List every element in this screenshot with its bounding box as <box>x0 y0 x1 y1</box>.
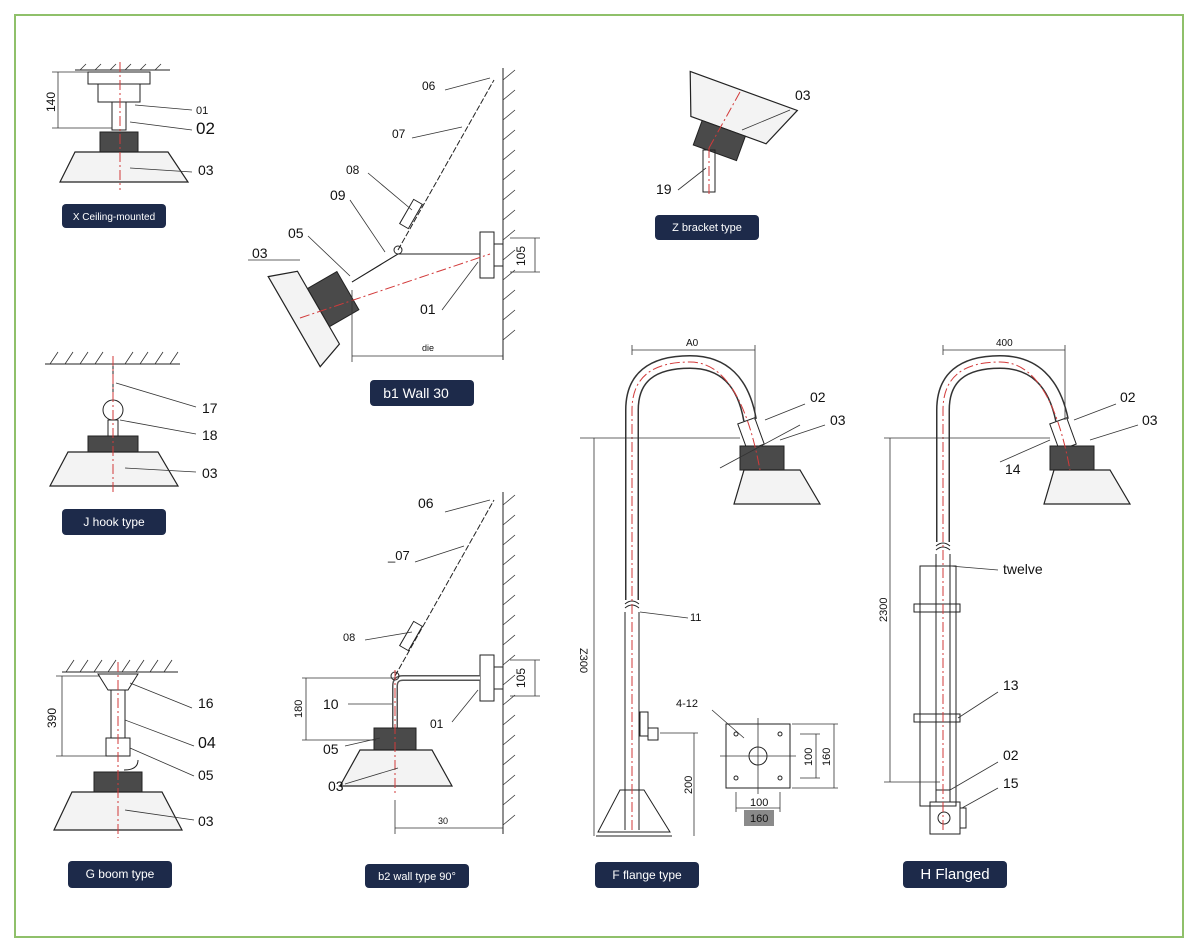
f-flange-diagram: A0 Z300 200 02 03 11 4-12 100 160 100 <box>577 338 846 837</box>
svg-text:G boom type: G boom type <box>86 867 155 881</box>
wall30-callout-08: 08 <box>346 163 360 177</box>
badge-z-bracket: Z bracket type <box>655 215 759 240</box>
wall30-callout-01: 01 <box>420 301 436 317</box>
fflange-plate-160-h: 160 <box>750 813 768 825</box>
hflanged-callout-03: 03 <box>1142 412 1158 428</box>
ceiling-callout-01: 01 <box>196 105 208 117</box>
fflange-dim-200: 200 <box>683 776 695 794</box>
j-hook-diagram: 17 18 03 <box>45 351 218 494</box>
wall90-callout-03: 03 <box>328 778 344 794</box>
wall90-dim-180: 180 <box>293 700 305 718</box>
svg-text:F flange type: F flange type <box>612 868 682 882</box>
wall90-callout-08: 08 <box>343 632 355 644</box>
wall-90-diagram: 180 105 30 06 _07 08 10 05 03 01 <box>293 492 540 834</box>
jhook-callout-17: 17 <box>202 400 218 416</box>
ceiling-callout-03: 03 <box>198 162 214 178</box>
boom-dim-390: 390 <box>45 708 59 728</box>
svg-text:Z bracket type: Z bracket type <box>672 222 742 234</box>
hflanged-callout-13: 13 <box>1003 677 1019 693</box>
fflange-plate-160-v: 160 <box>821 748 833 766</box>
svg-text:b1 Wall 30: b1 Wall 30 <box>383 385 449 401</box>
fflange-callout-03: 03 <box>830 412 846 428</box>
svg-text:X Ceiling-mounted: X Ceiling-mounted <box>73 212 155 223</box>
jhook-callout-03: 03 <box>202 465 218 481</box>
wall30-callout-03: 03 <box>252 245 268 261</box>
badge-h-flanged: H Flanged <box>903 861 1007 888</box>
fflange-dim-height: Z300 <box>577 648 589 673</box>
wall90-callout-06: 06 <box>418 495 434 511</box>
svg-text:b2 wall type 90°: b2 wall type 90° <box>378 871 456 883</box>
wall90-callout-05: 05 <box>323 741 339 757</box>
badge-ceiling-mounted: X Ceiling-mounted <box>62 204 166 228</box>
hflanged-dim-top: 400 <box>996 338 1013 349</box>
zbracket-callout-03: 03 <box>795 87 811 103</box>
wall90-callout-10: 10 <box>323 696 339 712</box>
ceiling-mounted-diagram: 140 01 02 03 <box>44 62 215 190</box>
hflanged-callout-twelve: twelve <box>1003 561 1043 577</box>
h-flanged-diagram: 400 2300 02 03 14 twelve 13 02 15 <box>878 338 1158 835</box>
fflange-plate-100-v: 100 <box>803 748 815 766</box>
ceiling-dim-140: 140 <box>44 92 58 112</box>
boom-callout-05: 05 <box>198 767 214 783</box>
badge-wall-90: b2 wall type 90° <box>365 864 469 888</box>
hflanged-callout-02-lower: 02 <box>1003 747 1019 763</box>
hflanged-callout-15: 15 <box>1003 775 1019 791</box>
jhook-callout-18: 18 <box>202 427 218 443</box>
boom-callout-03: 03 <box>198 813 214 829</box>
drawing-frame <box>14 14 1184 938</box>
wall30-dim-width: die <box>422 343 434 353</box>
fflange-dim-top: A0 <box>686 338 699 349</box>
wall90-dim-30: 30 <box>438 816 448 826</box>
badge-j-hook: J hook type <box>62 509 166 535</box>
fflange-callout-11: 11 <box>690 612 701 624</box>
wall90-callout-01: 01 <box>430 717 444 731</box>
badge-boom: G boom type <box>68 861 172 888</box>
boom-callout-16: 16 <box>198 695 214 711</box>
wall90-callout-07: _07 <box>387 548 410 563</box>
wall90-dim-105: 105 <box>514 668 528 688</box>
hflanged-dim-2300: 2300 <box>878 598 890 622</box>
badge-wall-30: b1 Wall 30 <box>370 380 474 406</box>
fflange-plate-100-h: 100 <box>750 797 768 809</box>
fflange-callout-4-12: 4-12 <box>676 698 698 710</box>
wall30-callout-09: 09 <box>330 187 346 203</box>
wall30-dim-105: 105 <box>514 246 528 266</box>
ceiling-callout-02: 02 <box>196 119 215 138</box>
boom-callout-04: 04 <box>198 735 216 752</box>
wall30-callout-06: 06 <box>422 79 436 93</box>
wall30-callout-07: 07 <box>392 127 406 141</box>
hflanged-callout-14: 14 <box>1005 461 1021 477</box>
svg-text:J hook type: J hook type <box>83 515 145 529</box>
fflange-callout-02: 02 <box>810 389 826 405</box>
z-bracket-diagram: 03 19 <box>656 70 811 197</box>
wall30-callout-05: 05 <box>288 225 304 241</box>
wall-30-diagram: die 105 06 07 08 09 05 03 01 <box>248 68 540 368</box>
badge-f-flange: F flange type <box>595 862 699 888</box>
boom-type-diagram: 390 16 04 05 03 <box>45 659 216 838</box>
zbracket-callout-19: 19 <box>656 181 672 197</box>
svg-text:H Flanged: H Flanged <box>920 866 989 883</box>
hflanged-callout-02: 02 <box>1120 389 1136 405</box>
